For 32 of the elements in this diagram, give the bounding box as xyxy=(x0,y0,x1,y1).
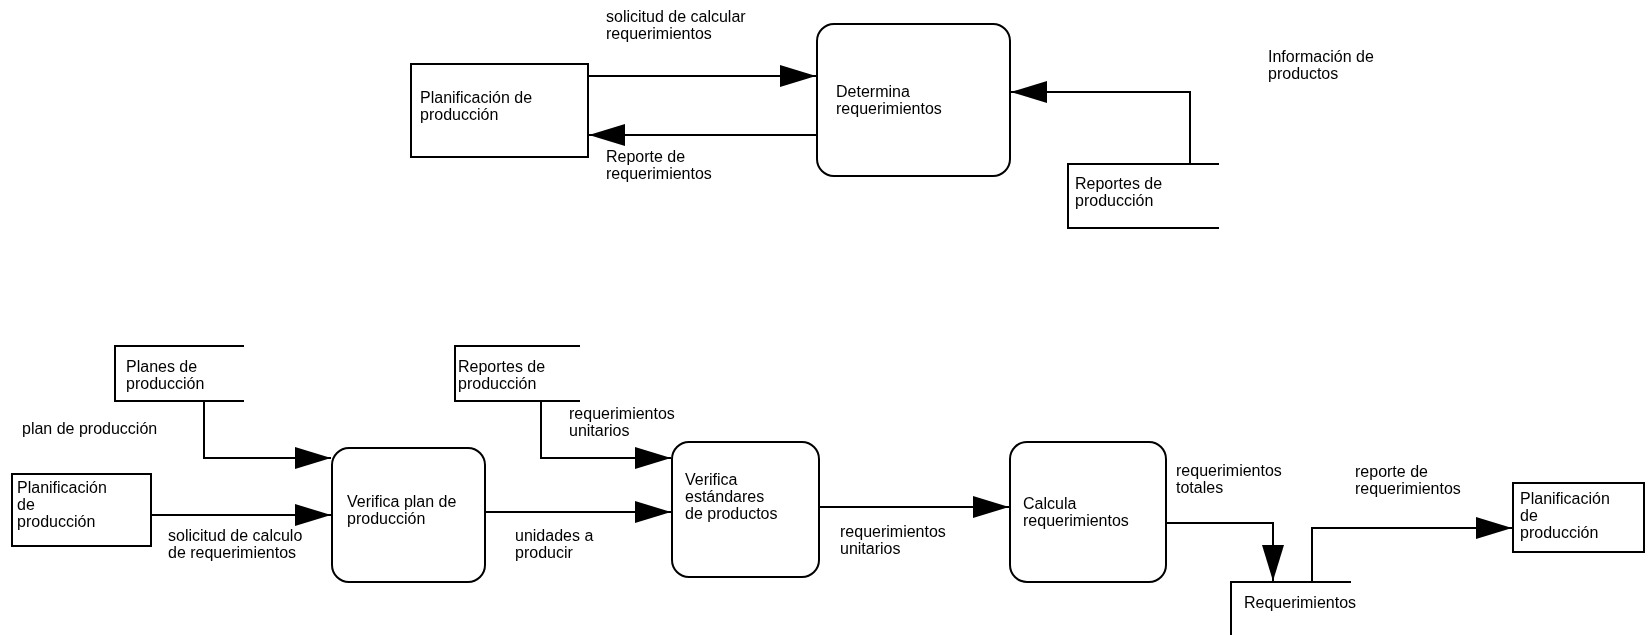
edge-label: plan de producción xyxy=(22,420,158,437)
external-entity-box xyxy=(1512,482,1645,553)
data-store xyxy=(114,345,244,402)
arrow xyxy=(588,124,817,146)
process-label: Verifica estándares de productos xyxy=(685,471,779,522)
entity-label: Planificación de producción xyxy=(1520,490,1611,541)
store-label: Reportes de producción xyxy=(458,358,547,392)
arrow xyxy=(485,501,672,523)
arrow xyxy=(819,496,1010,518)
arrow xyxy=(1166,522,1284,582)
process-label: Determina requerimientos xyxy=(836,83,943,117)
external-entity-box xyxy=(410,63,589,158)
data-store xyxy=(1067,163,1219,229)
arrow xyxy=(203,401,332,469)
process-box xyxy=(1009,441,1167,583)
store-label: Reportes de producción xyxy=(1075,175,1164,209)
process-box xyxy=(331,447,486,583)
process-label: Calcula requerimientos xyxy=(1023,495,1130,529)
store-label: Planes de producción xyxy=(126,358,206,392)
arrow xyxy=(151,504,332,526)
entity-label: Planificación de producción xyxy=(420,89,534,123)
store-label: Requerimientos xyxy=(1244,594,1354,611)
arrow xyxy=(1010,81,1191,164)
arrow xyxy=(588,65,817,87)
data-store xyxy=(454,345,580,402)
process-label: Verifica plan de producción xyxy=(347,493,458,527)
process-box xyxy=(816,23,1011,177)
external-entity-box xyxy=(11,473,152,547)
arrow xyxy=(1311,517,1513,582)
entity-label: Planificación de producción xyxy=(17,479,108,530)
process-box xyxy=(671,441,820,578)
arrow xyxy=(540,401,672,469)
